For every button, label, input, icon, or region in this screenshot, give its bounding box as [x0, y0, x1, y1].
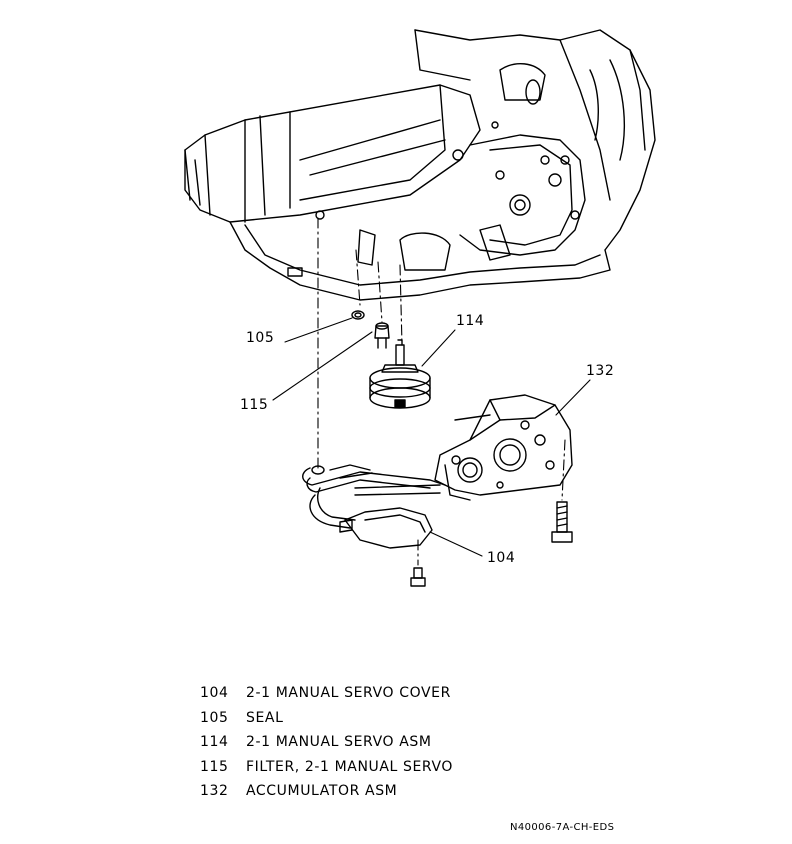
- legend-number: 114: [200, 734, 229, 751]
- accumulator-assembly-part: [434, 394, 573, 501]
- figure-identifier: N40006-7A-CH-EDS: [510, 822, 615, 833]
- servo-cover-part: [339, 507, 433, 549]
- legend-number: 105: [200, 709, 229, 726]
- legend-number: 104: [200, 685, 229, 702]
- callout-115: 115: [240, 397, 269, 413]
- parts-legend: 104 2-1 MANUAL SERVO COVER 105 SEAL 114 …: [200, 681, 453, 804]
- transmission-case: [184, 29, 656, 301]
- legend-row: 104 2-1 MANUAL SERVO COVER: [200, 681, 453, 706]
- callout-104: 104: [487, 550, 516, 566]
- legend-description: 2-1 MANUAL SERVO ASM: [246, 734, 432, 751]
- legend-description: SEAL: [246, 709, 284, 726]
- leader-lines: [272, 317, 591, 557]
- oil-pipes: [302, 464, 446, 529]
- legend-number: 132: [200, 783, 229, 800]
- legend-row: 105 SEAL: [200, 706, 453, 731]
- callout-114: 114: [456, 313, 485, 329]
- legend-row: 114 2-1 MANUAL SERVO ASM: [200, 730, 453, 755]
- filter-part: [374, 322, 390, 349]
- legend-description: FILTER, 2-1 MANUAL SERVO: [246, 758, 454, 775]
- legend-row: 115 FILTER, 2-1 MANUAL SERVO: [200, 755, 453, 780]
- accumulator-bolt: [551, 501, 573, 543]
- exploded-view-diagram: [184, 29, 656, 587]
- callout-105: 105: [246, 330, 275, 346]
- legend-description: ACCUMULATOR ASM: [246, 783, 398, 800]
- legend-row: 132 ACCUMULATOR ASM: [200, 779, 453, 804]
- seal-part: [351, 310, 365, 320]
- legend-number: 115: [200, 758, 229, 775]
- cover-bolt: [410, 567, 426, 587]
- servo-assembly-part: [369, 339, 431, 409]
- assembly-guide-lines: [317, 217, 566, 566]
- legend-description: 2-1 MANUAL SERVO COVER: [246, 685, 451, 702]
- callout-132: 132: [586, 363, 615, 379]
